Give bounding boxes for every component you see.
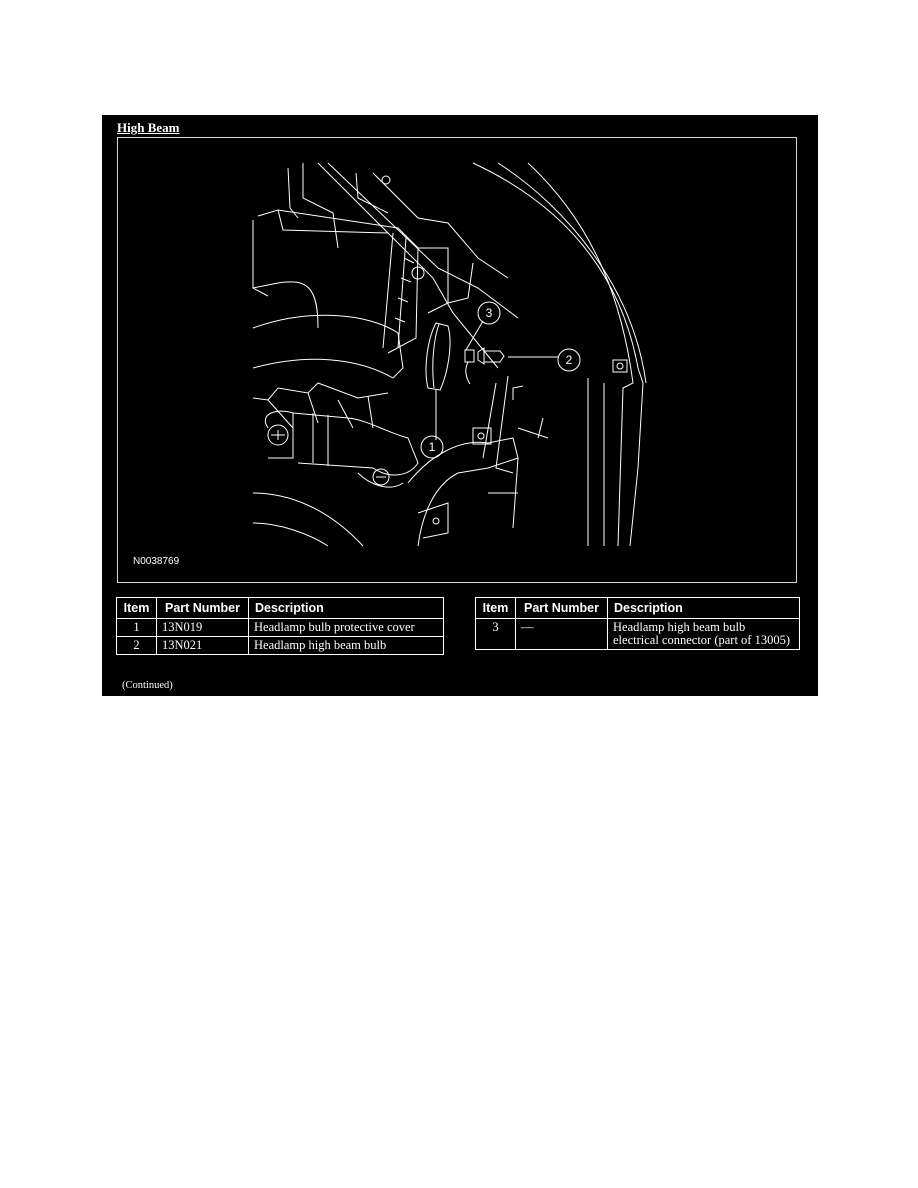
parts-table-left: Item Part Number Description 1 13N019 He… <box>116 597 444 655</box>
cell-item: 3 <box>475 618 516 650</box>
header-item: Item <box>116 597 157 619</box>
cell-part-number: 13N019 <box>156 618 249 637</box>
table-row: 1 13N019 Headlamp bulb protective cover <box>116 618 444 637</box>
illustration-frame: 1 2 3 N0038769 <box>117 137 797 583</box>
table-header-row: Item Part Number Description <box>116 597 444 619</box>
cell-description: Headlamp bulb protective cover <box>248 618 444 637</box>
figure-panel: High Beam <box>102 115 818 696</box>
header-description: Description <box>248 597 444 619</box>
callout-3: 3 <box>486 306 493 320</box>
header-item: Item <box>475 597 516 619</box>
figure-id: N0038769 <box>133 556 180 567</box>
header-part-number: Part Number <box>515 597 608 619</box>
figure-title: High Beam <box>117 120 180 135</box>
header-description: Description <box>607 597 800 619</box>
table-row: 2 13N021 Headlamp high beam bulb <box>116 636 444 655</box>
cell-item: 2 <box>116 636 157 655</box>
callout-1: 1 <box>429 440 436 454</box>
header-part-number: Part Number <box>156 597 249 619</box>
callout-2: 2 <box>566 353 573 367</box>
cell-description: Headlamp high beam bulb <box>248 636 444 655</box>
table-header-row: Item Part Number Description <box>475 597 800 619</box>
headlamp-illustration: 1 2 3 <box>252 162 647 547</box>
cell-item: 1 <box>116 618 157 637</box>
parts-table-right: Item Part Number Description 3 — Headlam… <box>475 597 800 650</box>
cell-part-number: — <box>515 618 608 650</box>
cell-description: Headlamp high beam bulb electrical conne… <box>607 618 800 650</box>
continued-note: (Continued) <box>122 680 173 691</box>
table-row: 3 — Headlamp high beam bulb electrical c… <box>475 618 800 650</box>
cell-part-number: 13N021 <box>156 636 249 655</box>
